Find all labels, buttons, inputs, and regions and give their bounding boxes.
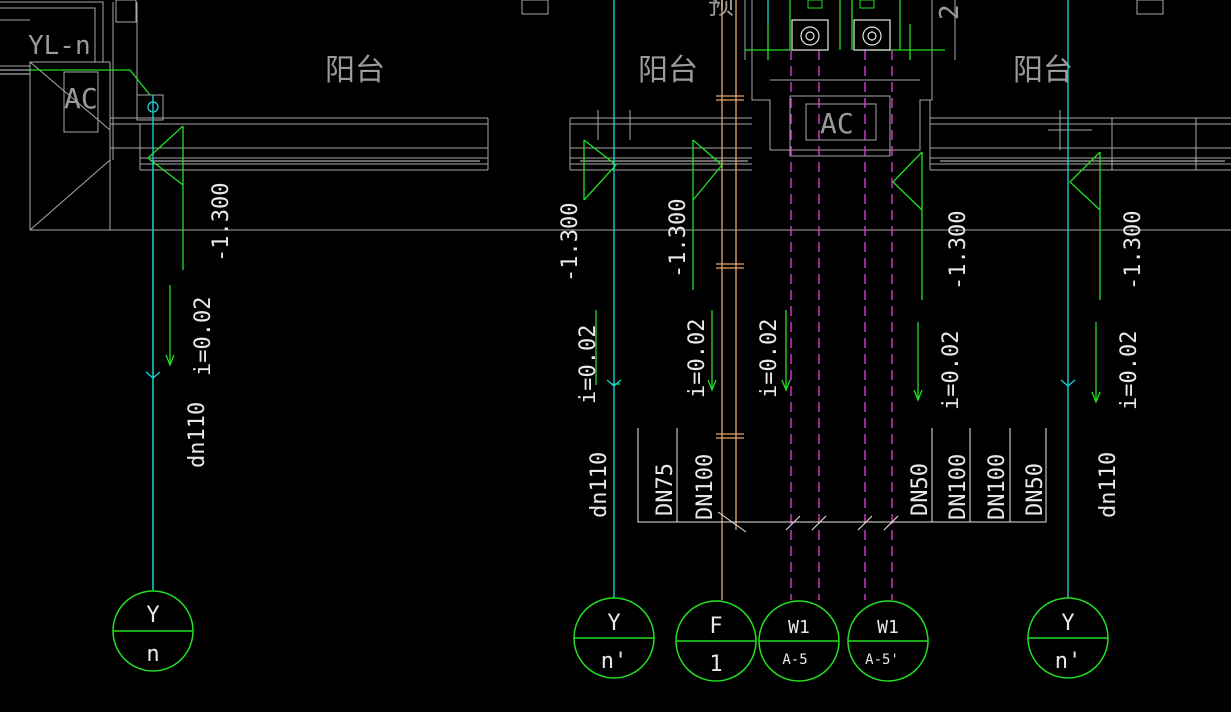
elevation-label-5: -1.300 [1121, 211, 1146, 290]
table-size-1: DN75 [653, 463, 678, 516]
outlet-6-bottom: n' [1055, 649, 1082, 674]
pipe-size-left: dn110 [185, 402, 210, 468]
elevation-label-3: -1.300 [666, 199, 691, 278]
equipment-label-ac-2: AC [820, 107, 854, 140]
pipe-size-mid: dn110 [587, 452, 612, 518]
magenta-pipes [790, 50, 893, 600]
building-walls [0, 0, 1231, 231]
equipment-label-ac-1: AC [64, 82, 98, 115]
table-size-5: DN100 [985, 454, 1010, 520]
cyan-pipes [145, 0, 1076, 598]
outlet-6-top: Y [1061, 611, 1074, 636]
orange-pipe [716, 0, 744, 600]
outlet-2-top: Y [607, 611, 620, 636]
green-drain-pipes [30, 0, 1101, 590]
elevation-label-2: -1.300 [558, 203, 583, 282]
outlet-circles [112, 590, 1109, 682]
riser-label: YL-n [28, 31, 91, 61]
table-size-2: DN100 [693, 454, 718, 520]
room-label-balcony-3: 阳台 [1013, 53, 1073, 88]
slope-label-6: i=0.02 [1117, 331, 1142, 410]
room-label-balcony-1: 阳台 [325, 53, 385, 88]
slope-label-2: i=0.02 [576, 325, 601, 404]
wall-hatch [0, 69, 1225, 162]
pipe-size-labels: dn110 dn110 dn110 [185, 402, 1121, 518]
outlet-1-bottom: n [146, 642, 159, 667]
outlet-1-top: Y [146, 603, 159, 628]
room-labels: 阳台 阳台 阳台 AC AC YL-n 预 2( [28, 0, 1073, 140]
top-partial-label-1: 预 [708, 0, 734, 21]
outlet-4-top: W1 [788, 617, 810, 638]
outlet-5-bottom: A-5' [865, 652, 899, 668]
room-label-balcony-2: 阳台 [638, 53, 698, 88]
elevation-label-4: -1.300 [946, 211, 971, 290]
pipe-size-table [637, 428, 1047, 533]
table-size-4: DN100 [946, 454, 971, 520]
outlet-3-bottom: 1 [709, 652, 722, 677]
top-partial-label-2: 2( [935, 0, 965, 20]
slope-label-4: i=0.02 [757, 319, 782, 398]
outlet-4-bottom: A-5 [782, 652, 807, 668]
pipe-size-table-labels: DN75 DN100 DN50 DN100 DN100 DN50 [653, 454, 1048, 520]
outlet-5-top: W1 [877, 617, 899, 638]
outlet-labels: Y n Y n' F 1 W1 A-5 W1 A-5' Y n' [146, 603, 1081, 677]
slope-label-5: i=0.02 [939, 331, 964, 410]
elevation-labels: -1.300 -1.300 -1.300 -1.300 -1.300 [209, 183, 1146, 290]
shaft-fittings [791, 19, 891, 51]
table-size-3: DN50 [908, 463, 933, 516]
outlet-2-bottom: n' [601, 649, 628, 674]
slope-label-1: i=0.02 [191, 297, 216, 376]
table-size-6: DN50 [1023, 463, 1048, 516]
pipe-size-right: dn110 [1096, 452, 1121, 518]
outlet-3-top: F [709, 614, 722, 639]
slope-labels: i=0.02 i=0.02 i=0.02 i=0.02 i=0.02 i=0.0… [191, 297, 1142, 410]
shaft-small-fittings [807, 0, 875, 9]
slope-label-3: i=0.02 [685, 319, 710, 398]
elevation-label-1: -1.300 [209, 183, 234, 262]
